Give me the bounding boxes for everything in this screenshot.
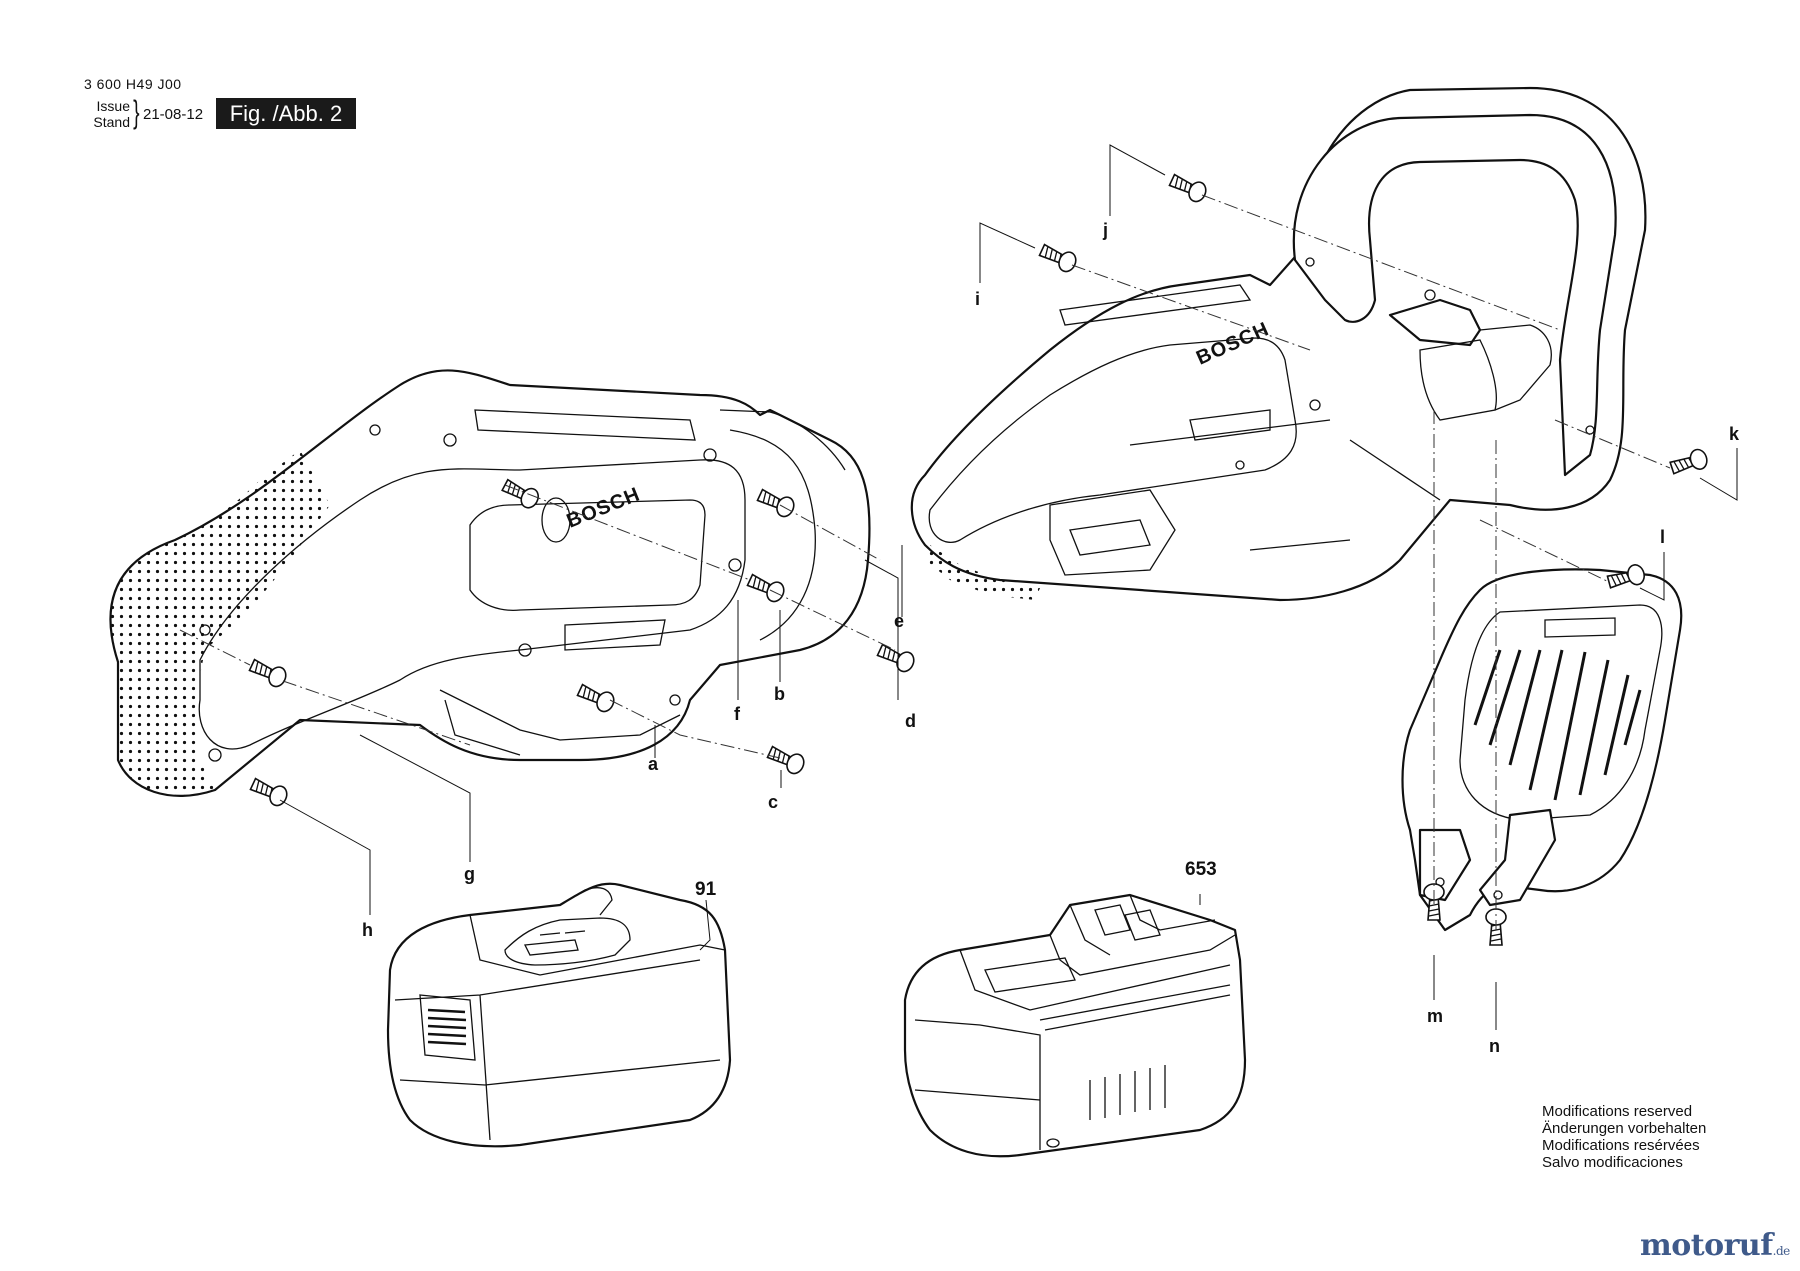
callout-b: b — [774, 684, 785, 704]
hand-guard — [1401, 568, 1683, 932]
callout-k: k — [1729, 424, 1740, 444]
callout-g: g — [464, 864, 475, 884]
figure-label: Fig. /Abb. 2 — [216, 98, 356, 129]
callout-h: h — [362, 920, 373, 940]
issue-label: Issue Stand — [86, 98, 130, 130]
callout-j: j — [1102, 220, 1108, 240]
right-housing-with-handle: BOSCH — [910, 86, 1647, 602]
battery-pack — [386, 882, 732, 1148]
callout-m: m — [1427, 1006, 1443, 1026]
callout-f: f — [734, 704, 741, 724]
leader-lines — [279, 144, 1738, 1030]
callout-n: n — [1489, 1036, 1500, 1056]
callout-a: a — [648, 754, 659, 774]
callout-i: i — [975, 289, 980, 309]
watermark-name: motoruf — [1640, 1228, 1773, 1263]
assembly-axes — [179, 194, 1671, 930]
brace-glyph: } — [133, 94, 140, 130]
issue-label-line1: Issue — [96, 98, 130, 114]
part-number-91: 91 — [695, 879, 717, 900]
watermark-tld: .de — [1772, 1244, 1791, 1258]
part-number-653: 653 — [1185, 859, 1217, 880]
charger — [903, 893, 1247, 1158]
modifications-notice: Modifications reserved Änderungen vorbeh… — [1542, 1103, 1706, 1171]
document-number: 3 600 H49 J00 — [84, 76, 182, 92]
notice-line-es: Salvo modificaciones — [1542, 1154, 1683, 1171]
callout-labels: a b c d e f g h i j k l m n 91 653 — [362, 220, 1740, 1056]
callout-l: l — [1660, 527, 1665, 547]
notice-line-en: Modifications reserved — [1542, 1103, 1693, 1120]
issue-date: 21-08-12 — [143, 106, 204, 123]
callout-d: d — [905, 711, 916, 731]
callout-e: e — [894, 611, 904, 631]
callout-c: c — [768, 792, 778, 812]
watermark-logo: motoruf.de — [1640, 1228, 1790, 1263]
notice-line-de: Änderungen vorbehalten — [1542, 1120, 1707, 1137]
issue-label-line2: Stand — [93, 114, 130, 130]
notice-line-fr: Modifications resérvées — [1542, 1137, 1700, 1154]
left-housing-shell: BOSCH — [109, 369, 871, 797]
